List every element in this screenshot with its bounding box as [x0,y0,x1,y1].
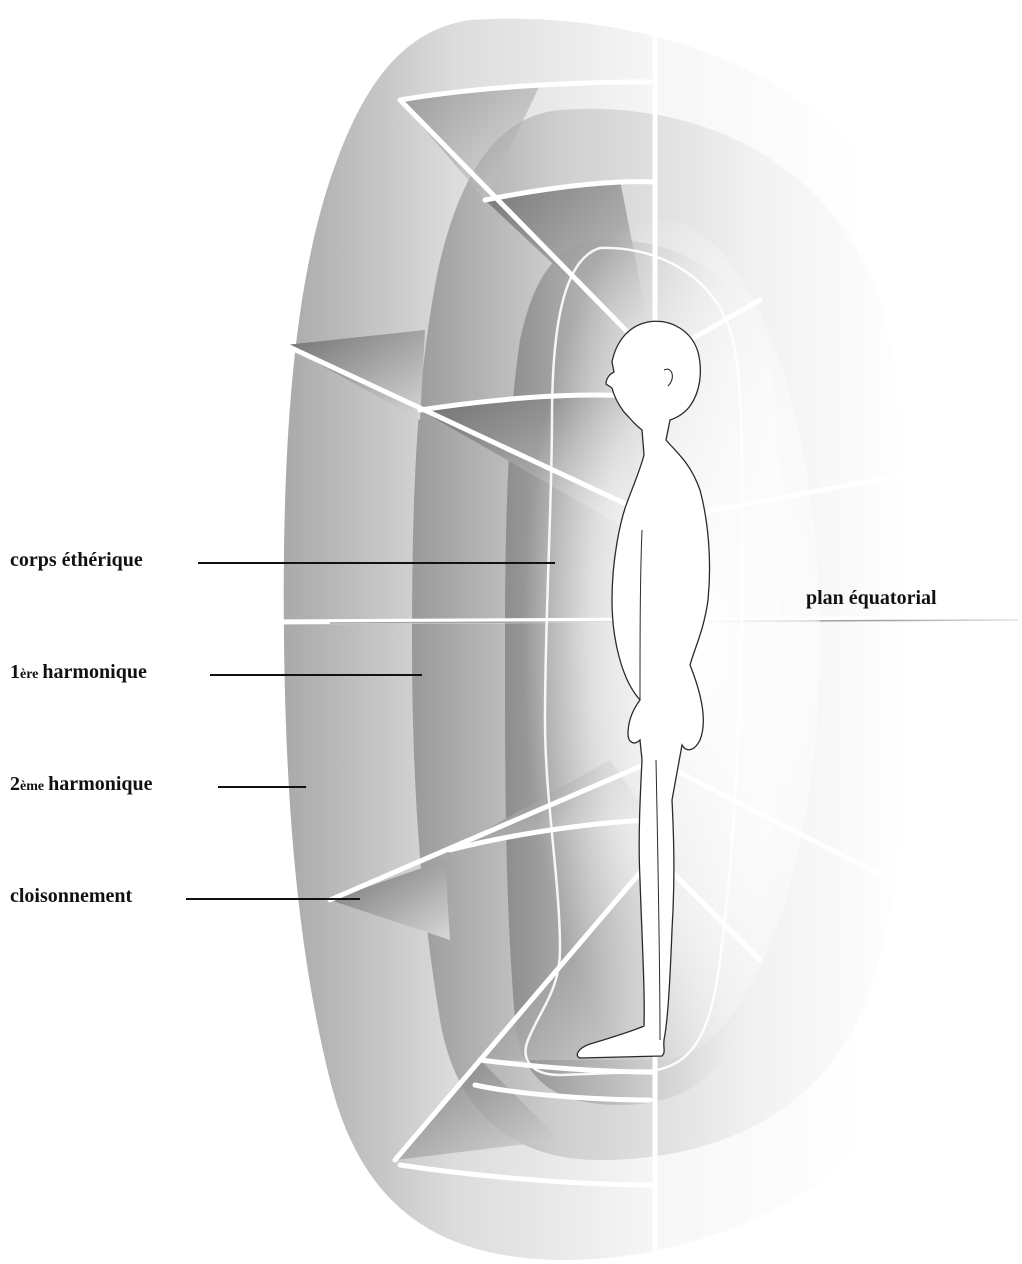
leader-first-harmonic [210,674,422,676]
label-first-harmonic: 1ère harmonique [10,662,147,682]
label-second-harmonic: 2ème harmonique [10,774,153,794]
leader-etheric-body [198,562,555,564]
label-equatorial-plane: plan équatorial [806,588,937,608]
label-partitioning: cloisonnement [10,886,132,906]
leader-second-harmonic [218,786,306,788]
label-etheric-body: corps éthérique [10,550,143,570]
leader-partitioning [186,898,360,900]
